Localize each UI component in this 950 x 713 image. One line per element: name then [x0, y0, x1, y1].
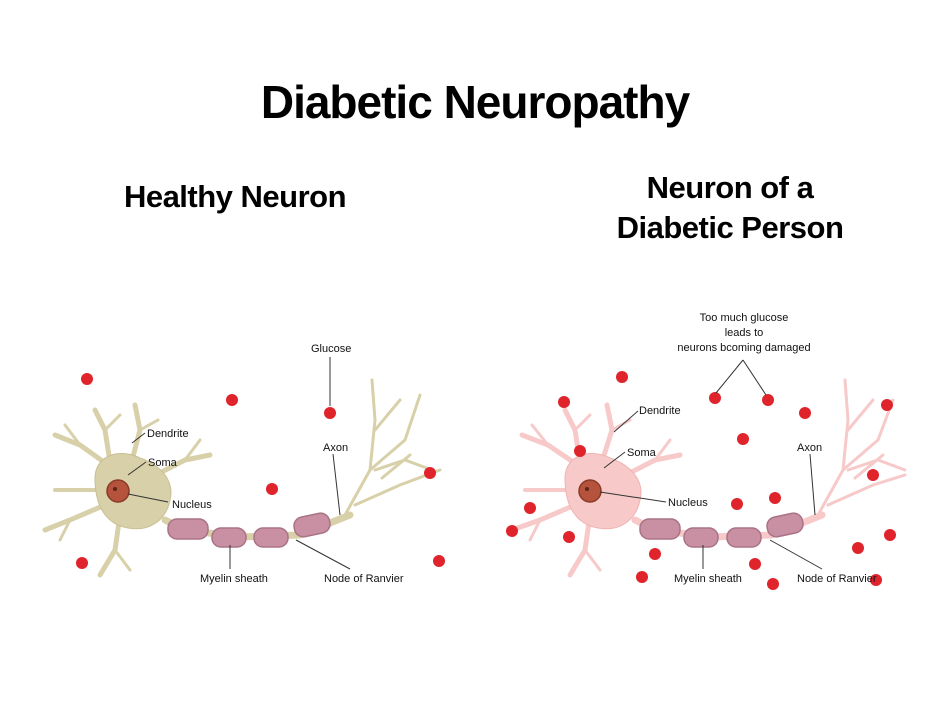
healthy-axon-label: Axon [323, 442, 348, 454]
glucose-dot [424, 467, 436, 479]
glucose-dot [563, 531, 575, 543]
glucose-dot [649, 548, 661, 560]
myelin-segment [683, 527, 719, 548]
glucose-dot [737, 433, 749, 445]
myelin-segment [167, 518, 209, 540]
healthy-nucleolus [113, 487, 117, 491]
glucose-dot [324, 407, 336, 419]
glucose-dot [884, 529, 896, 541]
glucose-dot [799, 407, 811, 419]
diabetic-soma-label: Soma [627, 447, 657, 459]
healthy-neuron: Glucose Dendrite Soma Nucleus Axon Myeli… [42, 343, 445, 585]
glucose-dot [731, 498, 743, 510]
glucose-dot [749, 558, 761, 570]
glucose-dot [433, 555, 445, 567]
healthy-nucleus-label: Nucleus [172, 499, 212, 511]
diabetic-heading-line1: Neuron of a [646, 170, 814, 205]
diabetic-soma [564, 453, 642, 530]
diabetic-nucleus [578, 479, 602, 503]
glucose-dot [767, 578, 779, 590]
glucose-dot [881, 399, 893, 411]
healthy-myelin-sheaths [167, 512, 331, 548]
glucose-dot [769, 492, 781, 504]
healthy-leader-lines [127, 357, 351, 570]
page-title: Diabetic Neuropathy [260, 76, 690, 128]
myelin-segment [293, 512, 331, 538]
diabetic-dendrite-label: Dendrite [639, 405, 681, 417]
glucose-note-line1: Too much glucose [700, 312, 789, 324]
glucose-dot [574, 445, 586, 457]
diabetic-glucose-dots [506, 371, 896, 590]
glucose-dot [636, 571, 648, 583]
glucose-dot [616, 371, 628, 383]
glucose-dot [709, 392, 721, 404]
healthy-ranvier-label: Node of Ranvier [324, 573, 404, 585]
diabetic-nucleus-label: Nucleus [668, 497, 708, 509]
glucose-dot [558, 396, 570, 408]
diabetic-ranvier-label: Node of Ranvier [797, 573, 877, 585]
myelin-segment [211, 527, 247, 548]
healthy-soma-label: Soma [148, 457, 178, 469]
myelin-segment [766, 512, 804, 538]
glucose-dot [870, 574, 882, 586]
healthy-axon-terminals [343, 378, 442, 517]
healthy-nucleus [106, 479, 130, 503]
diabetic-heading-line2: Diabetic Person [616, 210, 844, 245]
diabetic-axon-terminals [816, 378, 907, 517]
glucose-dot [524, 502, 536, 514]
glucose-note-line3: neurons bcoming damaged [677, 342, 810, 354]
glucose-dot [852, 542, 864, 554]
healthy-myelin-label: Myelin sheath [200, 573, 268, 585]
myelin-segment [253, 527, 289, 548]
healthy-dendrite-label: Dendrite [147, 428, 189, 440]
glucose-note-line2: leads to [725, 327, 764, 339]
healthy-glucose-dots [76, 373, 445, 569]
glucose-dot [76, 557, 88, 569]
diabetic-myelin-label: Myelin sheath [674, 573, 742, 585]
healthy-glucose-label: Glucose [311, 343, 351, 355]
diabetic-leader-lines [599, 359, 823, 570]
diabetic-axon-label: Axon [797, 442, 822, 454]
glucose-dot [81, 373, 93, 385]
myelin-segment [639, 518, 681, 540]
glucose-dot [762, 394, 774, 406]
diabetic-neuron: Too much glucose leads to neurons bcomin… [506, 312, 907, 590]
diabetic-nucleolus [585, 487, 589, 491]
healthy-neuron-heading: Healthy Neuron [123, 179, 347, 214]
glucose-dot [226, 394, 238, 406]
glucose-dot [867, 469, 879, 481]
myelin-segment [726, 527, 762, 548]
glucose-dot [266, 483, 278, 495]
diabetic-neuron-heading: Neuron of a Diabetic Person [580, 168, 880, 248]
glucose-dot [506, 525, 518, 537]
diabetic-myelin-sheaths [639, 512, 804, 548]
healthy-soma [94, 453, 172, 530]
